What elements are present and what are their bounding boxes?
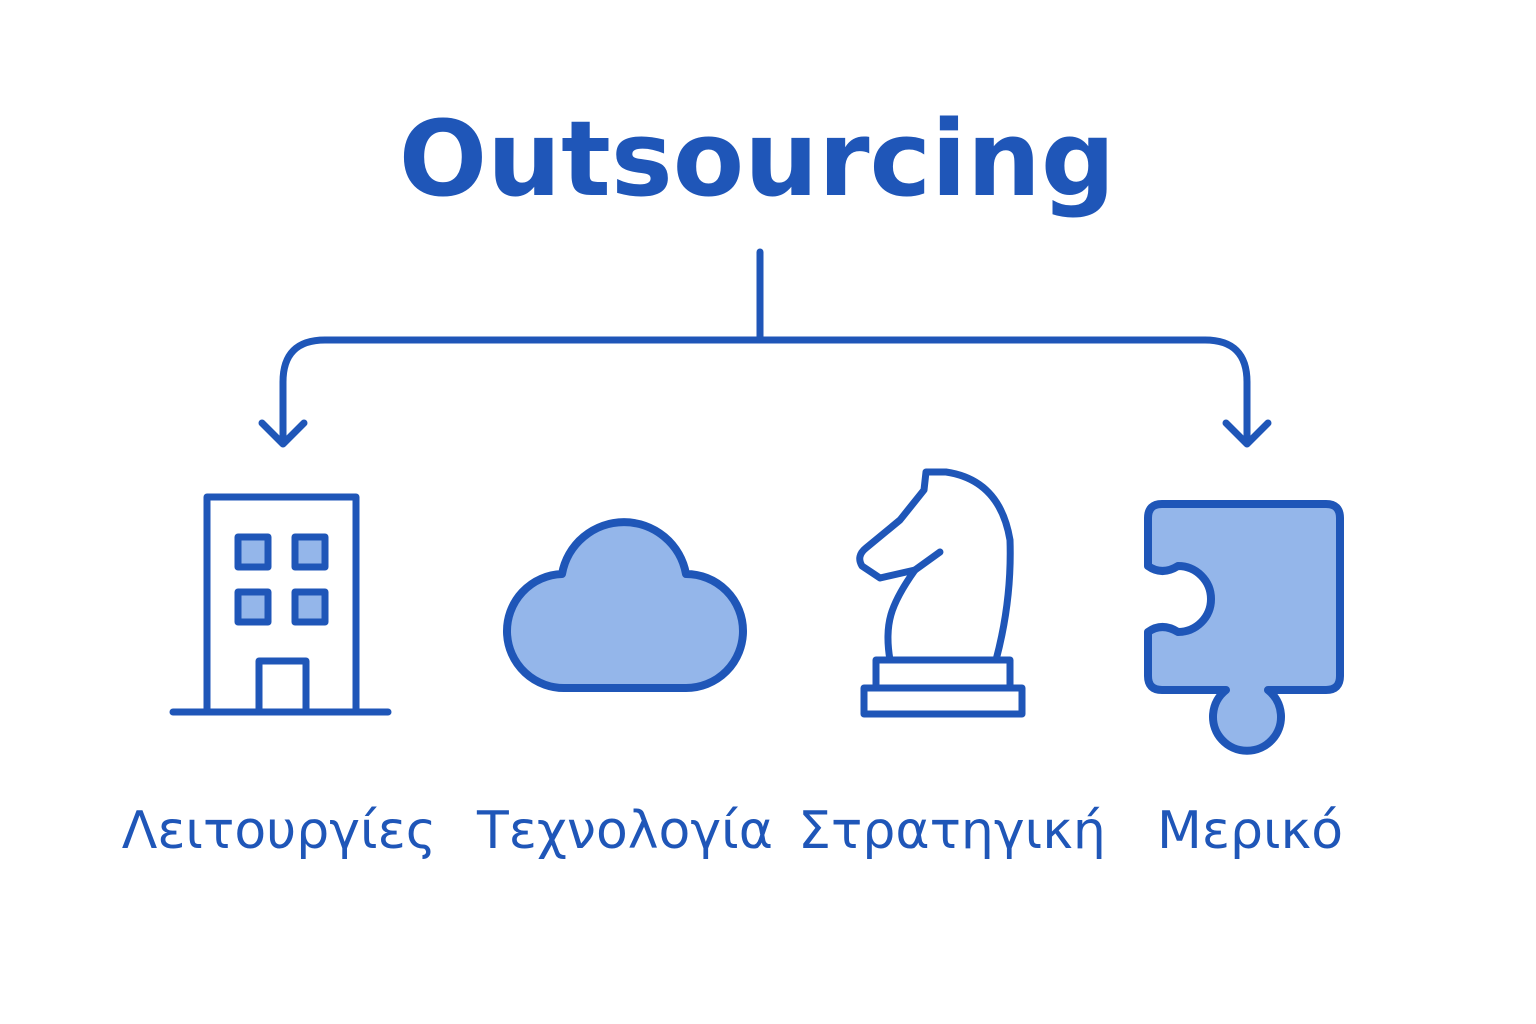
arrowhead-right-icon	[1222, 419, 1272, 448]
connector-lines	[258, 248, 1272, 448]
label-technology: Τεχνολογία	[476, 801, 773, 861]
label-strategy: Στρατηγική	[798, 801, 1106, 861]
label-partial: Μερικό	[1157, 801, 1343, 861]
diagram-title: Outsourcing	[399, 98, 1116, 220]
chess-knight-icon	[856, 468, 1026, 718]
label-operations: Λειτουργίες	[122, 801, 437, 861]
building-icon	[169, 493, 392, 716]
puzzle-piece-icon	[1144, 500, 1344, 755]
branch-left	[279, 336, 764, 446]
cloud-icon	[502, 518, 747, 693]
branch-right	[756, 336, 1251, 446]
arrowhead-left-icon	[258, 419, 308, 448]
